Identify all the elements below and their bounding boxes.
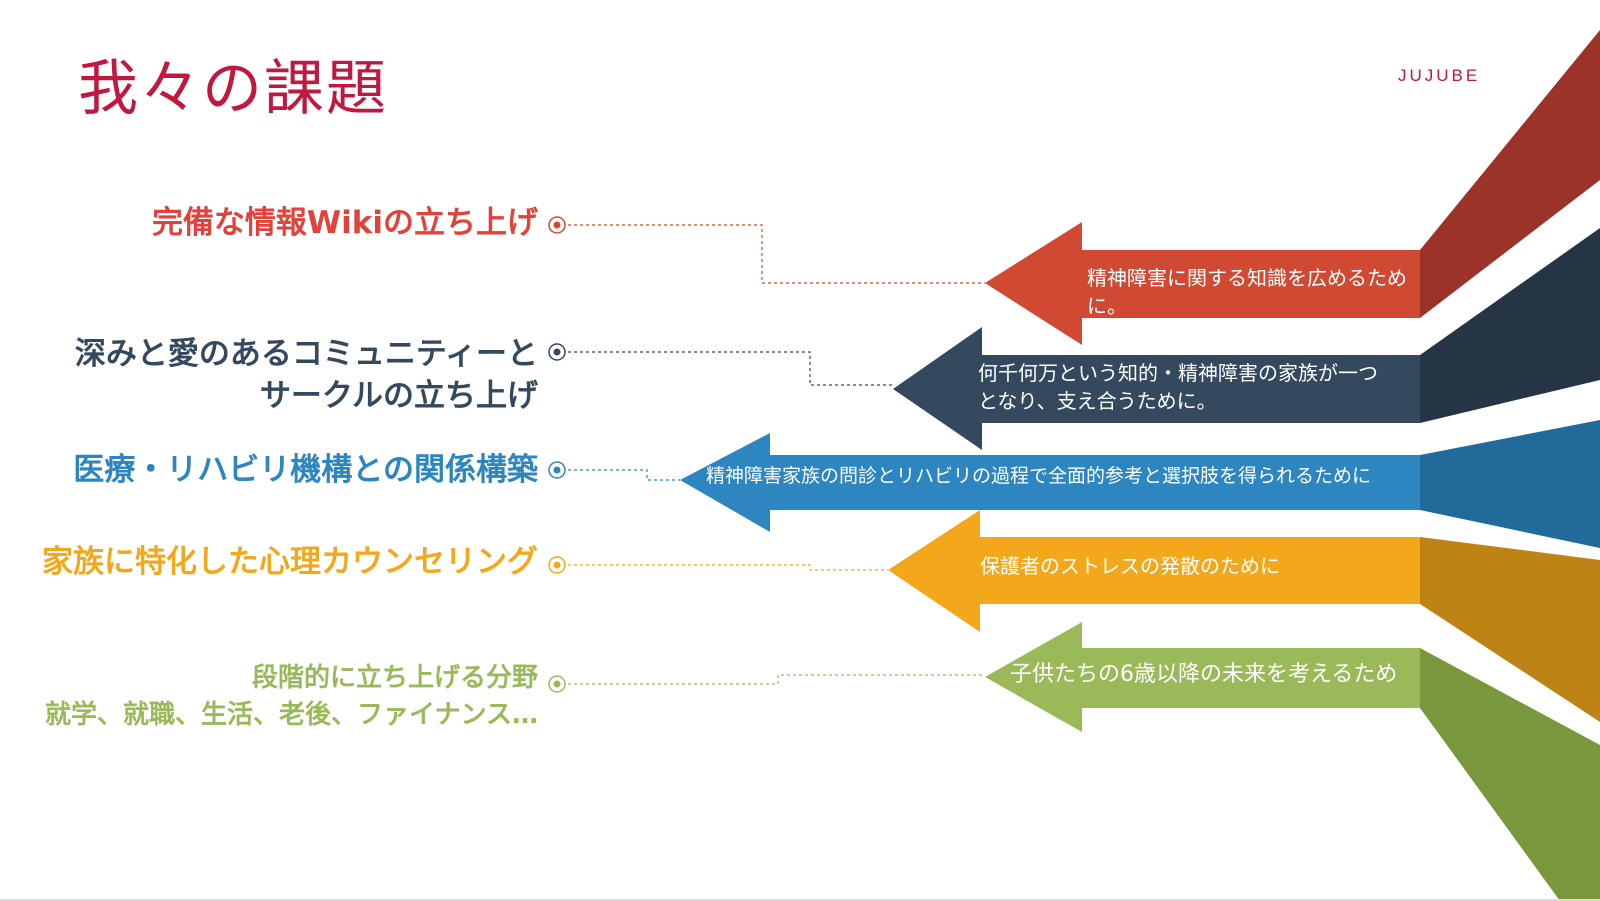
page-title: 我々の課題	[78, 54, 388, 124]
arrow-2-text-line-2: となり、支え合うために。	[978, 389, 1217, 413]
marker-1	[548, 216, 566, 234]
arrow-4-shape	[888, 510, 1420, 632]
ribbon-red	[1420, 30, 1600, 318]
arrow-5-text: 子供たちの6歳以降の未来を考えるため	[1010, 661, 1397, 689]
arrow-3-text-line-1: 精神障害家族の問診とリハビリの過程で全面的参考と選択肢を得られるために	[706, 465, 1372, 487]
arrow-3-shape	[680, 433, 1420, 532]
ribbon-navy	[1420, 228, 1600, 423]
ribbon-green	[1420, 648, 1600, 901]
arrow-5-text-line-1: 子供たちの6歳以降の未来を考えるため	[1010, 662, 1398, 687]
arrow-1-text-line-2: に。	[1087, 294, 1127, 318]
arrow-1-text-line-1: 精神障害に関する知識を広めるため	[1087, 266, 1407, 290]
marker-3	[548, 461, 566, 479]
connector-5	[568, 674, 985, 685]
item-5-label-line-2: 就学、就職、生活、老後、ファイナンス…	[45, 700, 538, 730]
item-4-label: 家族に特化した心理カウンセリング	[42, 542, 538, 582]
item-2-label-line-1: 深みと愛のあるコミュニティーと	[74, 336, 538, 372]
item-5-label-line-1: 段階的に立ち上げる分野	[251, 663, 538, 693]
arrow-1-shape	[985, 222, 1420, 345]
item-5-label: 段階的に立ち上げる分野 就学、就職、生活、老後、ファイナンス…	[45, 660, 538, 734]
arrow-5-shape	[985, 622, 1420, 732]
marker-5	[548, 675, 566, 693]
item-2-label-line-2: サークルの立ち上げ	[259, 378, 538, 414]
item-1-label: 完備な情報Wikiの立ち上げ	[152, 203, 538, 243]
item-3-label-line-1: 医療・リハビリ機構との関係構築	[73, 452, 538, 488]
arrow-3-text: 精神障害家族の問診とリハビリの過程で全面的参考と選択肢を得られるために	[706, 462, 1371, 490]
connector-2	[568, 351, 893, 386]
arrow-2-shape	[893, 327, 1420, 450]
marker-4	[548, 556, 566, 574]
item-3-label: 医療・リハビリ機構との関係構築	[73, 450, 538, 490]
bottom-divider	[0, 899, 1600, 901]
arrow-4-text-line-1: 保護者のストレスの発散のために	[980, 554, 1280, 578]
arrow-4-text: 保護者のストレスの発散のために	[980, 552, 1280, 580]
connector-1	[568, 224, 985, 284]
ribbon-yellow	[1420, 537, 1600, 722]
marker-2	[548, 343, 566, 361]
connector-3	[568, 469, 680, 481]
item-4-label-line-1: 家族に特化した心理カウンセリング	[42, 544, 538, 580]
arrow-2-text-line-1: 何千何万という知的・精神障害の家族が一つ	[978, 361, 1378, 385]
arrow-1-text: 精神障害に関する知識を広めるため に。	[1087, 264, 1407, 320]
item-1-label-line-1: 完備な情報Wikiの立ち上げ	[151, 205, 538, 241]
item-2-label: 深みと愛のあるコミュニティーと サークルの立ち上げ	[75, 333, 538, 417]
arrow-2-text: 何千何万という知的・精神障害の家族が一つ となり、支え合うために。	[978, 359, 1378, 415]
connector-4	[568, 564, 888, 571]
ribbon-blue	[1420, 420, 1600, 548]
brand-logo: JUJUBE	[1398, 66, 1481, 85]
